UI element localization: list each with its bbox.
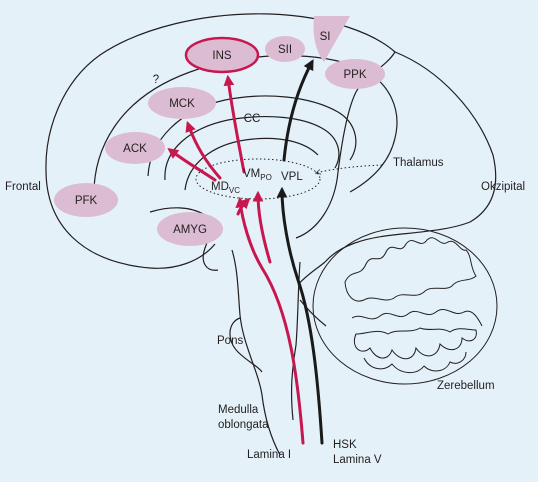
label-zerebellum: Zerebellum [437, 380, 495, 392]
pain-path-to-vmpo [252, 190, 272, 264]
label-thalamus: Thalamus [393, 157, 444, 169]
pain-path-to-mck [185, 120, 222, 180]
brain-outline [45, 13, 497, 456]
thalamus-pointer [316, 164, 383, 173]
touch-path-to-si [282, 59, 314, 162]
md-sub: VC [229, 186, 240, 195]
region-amyg [157, 212, 223, 246]
pain-path-lamina-i-main [235, 196, 305, 445]
region-ppk [325, 59, 385, 89]
label-vm: VMPO [243, 168, 272, 182]
region-ins [184, 36, 260, 74]
ventricle-line [184, 137, 319, 191]
label-md: MDVC [211, 181, 240, 195]
pathways [167, 59, 324, 445]
region-ack [105, 132, 165, 164]
cerebellum-folia-bottom [363, 351, 467, 373]
label-ins: INS [212, 50, 232, 62]
label-ppk: PPK [343, 69, 366, 81]
labels: INS SII SI PPK MCK ? ACK PFK AMYG CC Tha… [5, 31, 525, 466]
label-sii: SII [278, 44, 292, 56]
label-vpl: VPL [281, 171, 303, 183]
cortical-regions [54, 16, 385, 246]
region-mck [148, 87, 216, 119]
cerebellum [312, 227, 498, 385]
cerebellum-folia-lower [354, 327, 477, 360]
cerebellum-outline [312, 227, 498, 385]
fourth-ventricle [299, 299, 327, 327]
md-main: MD [211, 181, 229, 193]
region-si-area [313, 16, 350, 62]
label-ack: ACK [123, 143, 147, 155]
label-si: SI [320, 31, 331, 43]
label-mck: MCK [169, 98, 195, 110]
cerebellum-folia-upper [344, 237, 477, 302]
pons-bulge [229, 317, 263, 373]
region-sii [265, 36, 305, 62]
brainstem-front [231, 249, 281, 456]
label-question: ? [153, 74, 159, 86]
label-pfk: PFK [75, 195, 98, 207]
touch-path-hsk [276, 186, 324, 445]
label-frontal: Frontal [5, 181, 41, 193]
label-medulla-2: oblongata [218, 419, 269, 431]
region-pfk [54, 183, 118, 217]
occipital-outline [324, 51, 497, 263]
cortex-outline [45, 13, 396, 269]
label-cc: CC [244, 113, 261, 125]
corpus-callosum-outer [147, 95, 357, 177]
label-lamina-i: Lamina I [247, 449, 291, 461]
label-lamina-v: Lamina V [333, 454, 382, 466]
corpus-callosum-inner [164, 116, 340, 181]
pain-path-to-ack [167, 148, 217, 182]
label-medulla-1: Medulla [218, 404, 259, 416]
cerebellum-folia-mid [351, 308, 483, 327]
label-okzipital: Okzipital [481, 181, 525, 193]
vm-sub: PO [260, 173, 272, 182]
label-hsk: HSK [333, 439, 357, 451]
label-amyg: AMYG [173, 224, 207, 236]
pain-path-to-mdvc [236, 197, 251, 216]
label-pons: Pons [217, 335, 243, 347]
pain-path-to-ins [223, 74, 246, 174]
vm-main: VM [243, 168, 260, 180]
